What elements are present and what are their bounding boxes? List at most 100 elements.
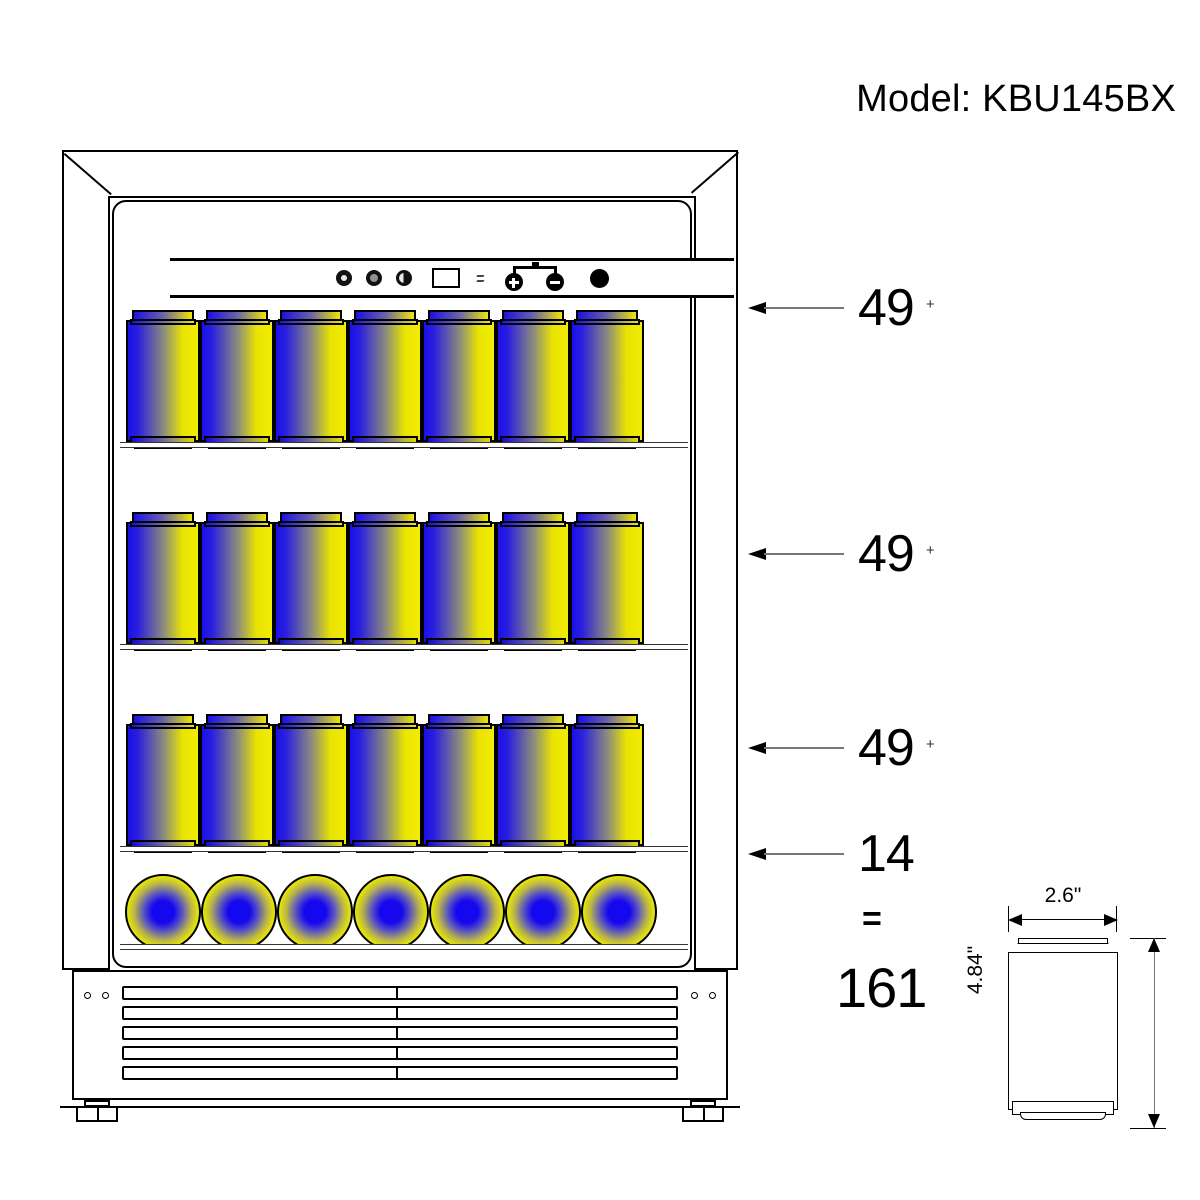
screw-hole (84, 992, 91, 999)
vent-slot (396, 1006, 678, 1020)
vent-slot (122, 986, 404, 1000)
capacity-callout-4: 14 (748, 828, 926, 880)
beverage-can (126, 310, 200, 450)
beverage-can-top-view (201, 874, 277, 950)
beverage-can-top-view (429, 874, 505, 950)
beverage-can (570, 512, 644, 652)
beverage-can (496, 714, 570, 854)
plus-sign: + (925, 736, 935, 753)
beverage-can (200, 512, 274, 652)
screw-hole (102, 992, 109, 999)
equals-symbol: = (862, 900, 882, 938)
temperature-adjust-group[interactable] (504, 262, 566, 291)
can-row-4 (125, 874, 657, 950)
fan-button-icon[interactable] (365, 270, 382, 286)
beverage-can (348, 310, 422, 450)
adjust-bracket-leg-right (553, 266, 557, 274)
door-frame[interactable] (108, 196, 734, 972)
light-button-icon[interactable] (335, 270, 352, 286)
beverage-can-top-view (277, 874, 353, 950)
beverage-can (496, 310, 570, 450)
vent-slot (122, 1026, 404, 1040)
shelf-rail (120, 442, 688, 448)
leader-line (748, 742, 844, 754)
capacity-count: 49 (858, 525, 915, 583)
capacity-callout-2: 49 + (748, 528, 935, 580)
cabinet-bevel-left (63, 153, 112, 196)
can-dimension-spec: 2.6" 4.84" (964, 880, 1190, 1160)
beverage-can (348, 714, 422, 854)
capacity-callout-3: 49 + (748, 722, 935, 774)
can-height-dimension (1148, 938, 1162, 1128)
beverage-can (496, 512, 570, 652)
beverage-can (422, 714, 496, 854)
shelf-rail (120, 944, 688, 950)
display-ticks-icon (476, 275, 484, 281)
beverage-can (274, 310, 348, 450)
temperature-display (431, 268, 460, 288)
beverage-can-top-view (125, 874, 201, 950)
plus-sign: + (925, 296, 935, 313)
cabinet-body (62, 150, 739, 972)
capacity-callout-1: 49 + (748, 282, 935, 334)
leveling-foot-left (76, 1100, 118, 1122)
beverage-can (126, 512, 200, 652)
floor-line (60, 1106, 740, 1108)
beverage-can (200, 714, 274, 854)
vent-slot (396, 1066, 678, 1080)
arrow-head-icon (748, 742, 766, 754)
beverage-can (126, 714, 200, 854)
grille-column-right (396, 986, 678, 1086)
control-panel[interactable] (170, 258, 734, 298)
beverage-can-top-view (353, 874, 429, 950)
glass-panel (112, 200, 734, 968)
capacity-count: 14 (858, 825, 915, 883)
beverage-cooler-diagram (60, 150, 740, 1122)
beverage-can (570, 714, 644, 854)
beverage-can (570, 310, 644, 450)
screw-hole (691, 992, 698, 999)
can-width-label: 2.6" (1044, 884, 1082, 907)
minus-button-icon[interactable] (545, 273, 564, 291)
capacity-count: 49 (858, 719, 915, 777)
leveling-foot-right (682, 1100, 724, 1122)
beverage-can (274, 714, 348, 854)
grille-column-left (122, 986, 404, 1086)
vent-slot (122, 1046, 404, 1060)
base-grille-panel (72, 970, 728, 1100)
adjust-bracket-icon (512, 262, 557, 269)
plus-sign: + (925, 542, 935, 559)
screw-hole (709, 992, 716, 999)
shelf-rail (120, 644, 688, 650)
capacity-count: 49 (858, 279, 915, 337)
vent-slot (396, 1046, 678, 1060)
power-button-icon[interactable] (589, 268, 609, 288)
model-label: Model: KBU145BX (856, 78, 1176, 120)
plus-button-icon[interactable] (504, 273, 523, 291)
vent-slot (122, 1006, 404, 1020)
arrow-head-icon (748, 302, 766, 314)
leader-line (748, 548, 844, 560)
adjust-bracket-leg-left (512, 266, 516, 274)
beverage-can-top-view (581, 874, 657, 950)
beverage-can (422, 512, 496, 652)
cabinet-bevel-right (690, 151, 739, 194)
arrow-head-icon (748, 848, 766, 860)
beverage-can (200, 310, 274, 450)
shelf-rail (120, 846, 688, 852)
beverage-can-top-view (505, 874, 581, 950)
leader-line (748, 302, 844, 314)
can-row-2 (126, 512, 644, 652)
vent-slot (396, 1026, 678, 1040)
can-row-3 (126, 714, 644, 854)
vent-slot (122, 1066, 404, 1080)
arrow-head-icon (748, 548, 766, 560)
mode-button-icon[interactable] (395, 270, 412, 286)
total-capacity: 161 (836, 956, 927, 1019)
can-height-label: 4.84" (964, 945, 988, 995)
vent-slot (396, 986, 678, 1000)
beverage-can (348, 512, 422, 652)
beverage-can (422, 310, 496, 450)
can-row-1 (126, 310, 644, 450)
can-width-dimension (1008, 914, 1118, 926)
